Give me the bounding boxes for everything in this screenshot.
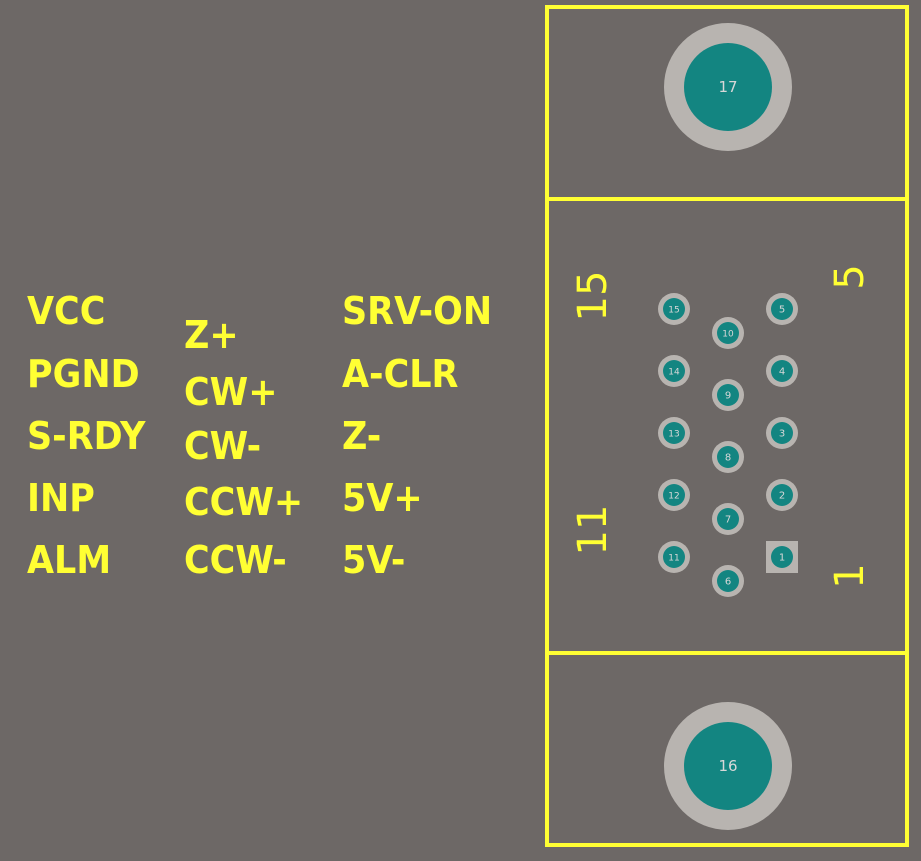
label-cw-plus: CW+ (184, 370, 278, 414)
pad-5: 5 (766, 293, 798, 325)
mounting-hole-bottom: 16 (664, 702, 792, 830)
silkscreen-pin-numbers: 15 5 11 1 (570, 264, 873, 588)
pad-2-number: 2 (779, 491, 785, 502)
label-cw-minus: CW- (184, 424, 262, 468)
pad-7-core (717, 508, 739, 530)
pad-9-core (717, 384, 739, 406)
pad-11-number: 11 (668, 554, 679, 564)
label-srv-on: SRV-ON (342, 289, 493, 333)
pad-3-core (771, 422, 793, 444)
label-5v-minus: 5V- (342, 538, 406, 582)
pad-13-number: 13 (668, 430, 679, 440)
pad-11-core (663, 546, 685, 568)
pad-4-number: 4 (779, 367, 785, 378)
label-z-plus: Z+ (184, 313, 239, 357)
pad-9-number: 9 (725, 391, 731, 402)
outline-body (545, 5, 909, 847)
pad-12-number: 12 (668, 492, 679, 502)
pad-4-core (771, 360, 793, 382)
pad-3: 3 (766, 417, 798, 449)
pad-15-number: 15 (668, 306, 679, 316)
mounting-hole-top: 17 (664, 23, 792, 151)
pad-10: 10 (712, 317, 744, 349)
pad-1-core (771, 546, 793, 568)
pad-6: 6 (712, 565, 744, 597)
silk-number-5: 5 (827, 264, 873, 289)
label-inp: INP (27, 476, 95, 520)
pad-5-number: 5 (779, 305, 785, 316)
pad-10-number: 10 (722, 330, 734, 340)
pad-6-core (717, 570, 739, 592)
label-alm: ALM (27, 538, 112, 582)
pad-8-core (717, 446, 739, 468)
pad-1-number: 1 (779, 553, 785, 564)
pad-12-core (663, 484, 685, 506)
pad-10-core (717, 322, 739, 344)
label-z-minus: Z- (342, 414, 382, 458)
pad-7: 7 (712, 503, 744, 535)
pad-14-core (663, 360, 685, 382)
label-ccw-minus: CCW- (184, 538, 287, 582)
pad-2-core (771, 484, 793, 506)
label-5v-plus: 5V+ (342, 476, 423, 520)
pad-3-number: 3 (779, 429, 785, 440)
pad-13: 13 (658, 417, 690, 449)
label-a-clr: A-CLR (342, 352, 459, 396)
mounting-hole-top-core (684, 43, 772, 131)
silk-number-1: 1 (827, 563, 873, 588)
mounting-hole-bottom-core (684, 722, 772, 810)
pad-15-core (663, 298, 685, 320)
pad-4: 4 (766, 355, 798, 387)
mounting-hole-bottom-number: 16 (718, 757, 737, 775)
silk-number-15: 15 (570, 271, 616, 322)
pad-13-core (663, 422, 685, 444)
pad-2: 2 (766, 479, 798, 511)
pad-9: 9 (712, 379, 744, 411)
mounting-hole-top-number: 17 (718, 78, 737, 96)
pad-7-number: 7 (725, 515, 731, 526)
pad-14: 14 (658, 355, 690, 387)
connector-outline (545, 5, 909, 847)
label-vcc: VCC (27, 289, 106, 333)
pad-14-number: 14 (668, 368, 680, 378)
pad-6-number: 6 (725, 577, 731, 588)
label-s-rdy: S-RDY (27, 414, 146, 458)
pad-15: 15 (658, 293, 690, 325)
pad-12: 12 (658, 479, 690, 511)
pad-5-core (771, 298, 793, 320)
label-pgnd: PGND (27, 352, 140, 396)
pad-11: 11 (658, 541, 690, 573)
silk-number-11: 11 (570, 505, 616, 556)
pad-8-number: 8 (725, 453, 731, 464)
pad-8: 8 (712, 441, 744, 473)
pad-1: 1 (766, 541, 798, 573)
label-ccw-plus: CCW+ (184, 480, 304, 524)
